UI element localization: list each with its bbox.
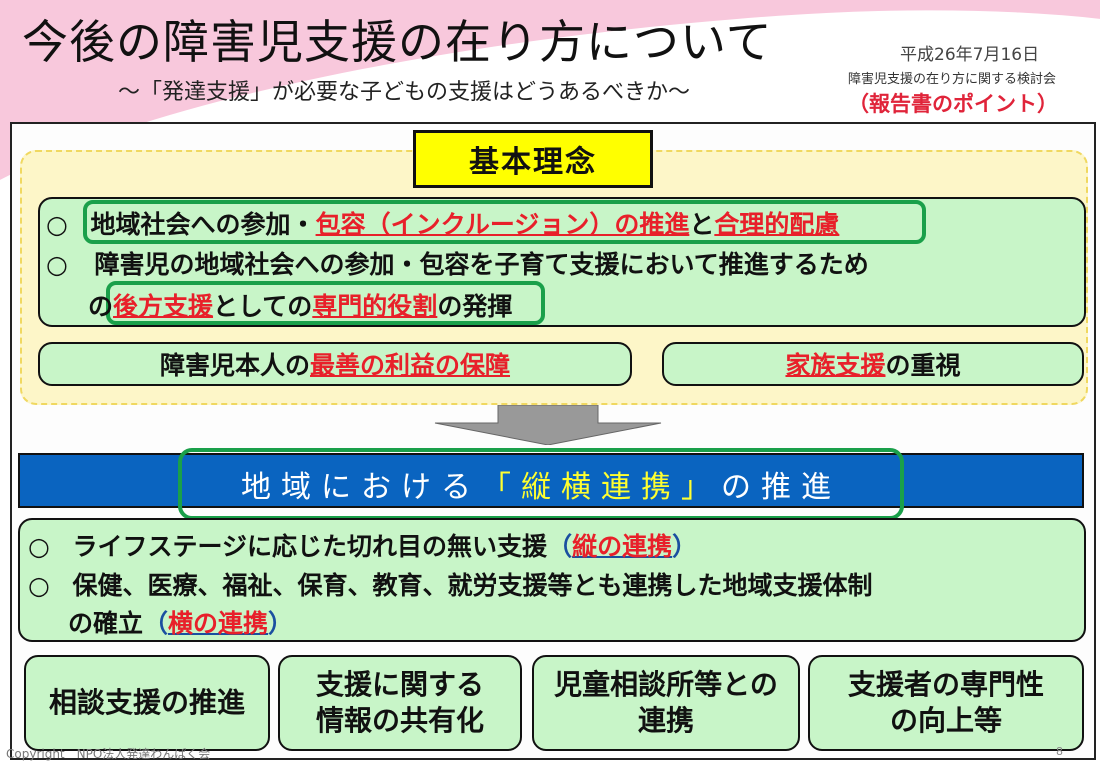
down-arrow-icon <box>434 405 662 445</box>
bullet-circle: ○ <box>28 532 50 561</box>
coordination-item-1: ○ ライフステージに応じた切れ目の無い支援（縦の連携） <box>28 532 698 561</box>
promotion-highlight: 「縦横連携」 <box>481 470 721 505</box>
principle-item-2-line1: ○ 障害児の地域社会への参加・包容を子育て支援において推進するため <box>46 250 869 279</box>
organization-label: 障害児支援の在り方に関する検討会 <box>848 72 1057 87</box>
bullet-circle: ○ <box>46 210 68 239</box>
consultation-support-box: 相談支援の推進 <box>24 655 270 751</box>
coordination-item-2-line2: の確立（横の連携） <box>68 609 294 638</box>
principles-label: 基本理念 <box>413 130 653 188</box>
principle-item-1: ○ 地域社会への参加・包容（インクルージョン）の推進と合理的配慮 <box>46 210 840 239</box>
coordination-item-2-line1: ○ 保健、医療、福祉、保育、教育、就労支援等とも連携した地域支援体制 <box>28 571 873 600</box>
key-term-vertical: 縦の連携 <box>572 532 673 561</box>
page-number: 8 <box>1056 745 1063 758</box>
bullet-circle: ○ <box>28 571 50 600</box>
report-points-label: （報告書のポイント） <box>848 92 1058 116</box>
highlight-outline-inclusion <box>83 200 926 244</box>
promotion-title: 地域における「縦横連携」の推進 <box>178 448 904 520</box>
promotion-banner <box>18 453 1084 508</box>
principles-box <box>38 197 1086 327</box>
key-term-backup-support: 後方支援 <box>113 292 214 321</box>
page-subtitle: ～「発達支援」が必要な子どもの支援はどうあるべきか～ <box>118 80 691 105</box>
principle-item-2-line2: の後方支援としての専門的役割の発揮 <box>88 292 513 321</box>
info-sharing-box: 支援に関する情報の共有化 <box>278 655 522 751</box>
best-interest-box: 障害児本人の最善の利益の保障 <box>38 342 632 386</box>
highlight-outline-specialist-role <box>106 281 545 325</box>
child-guidance-coordination-box: 児童相談所等との連携 <box>532 655 800 751</box>
supporter-expertise-box: 支援者の専門性の向上等 <box>808 655 1084 751</box>
copyright-text: Copyright NPO法人発達わんぱく会 <box>6 747 211 761</box>
key-term-specialist-role: 専門的役割 <box>312 292 438 321</box>
key-term-reasonable-accommodation: 合理的配慮 <box>714 210 840 239</box>
family-support-box: 家族支援の重視 <box>662 342 1084 386</box>
coordination-box <box>18 518 1086 642</box>
page-title: 今後の障害児支援の在り方について <box>22 15 773 69</box>
date-label: 平成26年7月16日 <box>900 45 1040 65</box>
key-term-inclusion: 包容（インクルージョン）の推進 <box>315 210 690 239</box>
bullet-circle: ○ <box>46 250 68 279</box>
key-term-horizontal: 横の連携 <box>168 609 269 638</box>
